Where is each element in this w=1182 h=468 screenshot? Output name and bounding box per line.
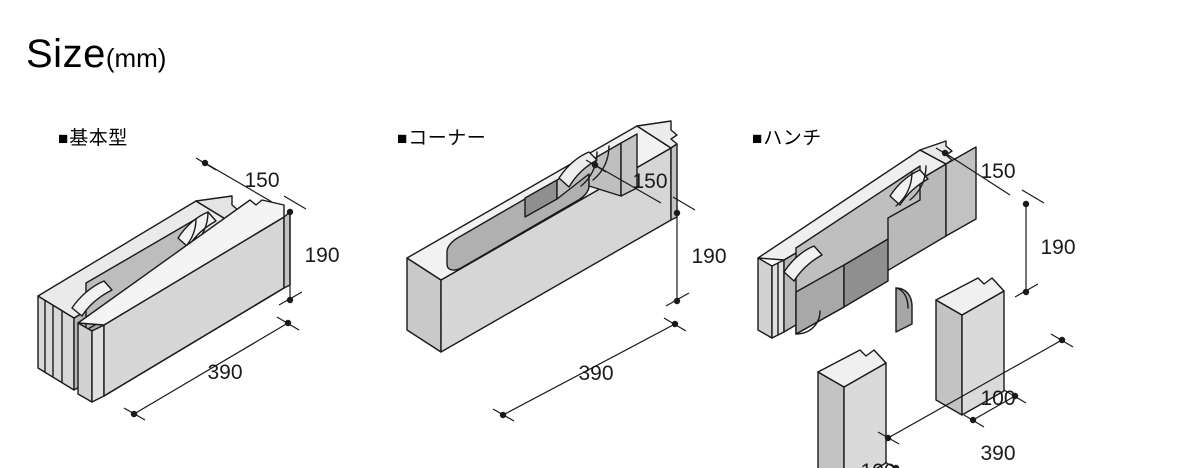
haunch-boss-curve [895, 287, 909, 309]
haunch-arc-left [795, 310, 821, 335]
front-panel-rib-b [91, 324, 105, 403]
front-panel-top-edge [77, 199, 285, 326]
dim-label-length-corner: 390 [578, 362, 613, 385]
dimension-dots-basic [130, 159, 294, 418]
dim-150-tick-b [283, 195, 307, 210]
dim-150-tick-b-h [1021, 189, 1045, 204]
page-title-text: Size [26, 32, 106, 76]
dim-label-height-haunch: 190 [1040, 236, 1075, 259]
front-panel-right-end [283, 211, 291, 289]
section-label-text-basic: 基本型 [69, 128, 128, 149]
dim-label-height-basic: 190 [304, 244, 339, 267]
haunch-rear-right-band [945, 146, 977, 237]
page-title: Size(mm) [26, 34, 166, 74]
corner-rib-curve-1 [580, 151, 598, 187]
section-label-text-haunch: ハンチ [763, 128, 822, 149]
section-label-basic: ■基本型 [58, 123, 128, 150]
dim-label-length-basic: 390 [207, 361, 242, 384]
haunch-highlight-a [783, 245, 823, 282]
haunch-curve-1 [895, 171, 913, 207]
section-label-text-corner: コーナー [408, 128, 487, 149]
page-title-unit: (mm) [105, 43, 167, 73]
dim-100-far-line [972, 395, 1016, 421]
section-label-haunch: ■ハンチ [752, 123, 822, 150]
section-label-corner: ■コーナー [397, 123, 486, 150]
haunch-leg-far-side [935, 299, 963, 416]
dim-label-length-haunch: 390 [980, 442, 1015, 465]
haunch-leg-far-top [935, 277, 1005, 316]
drawing-basic: 150 190 390 [37, 157, 340, 421]
corner-right-end [670, 143, 678, 221]
dim-label-depth-basic: 150 [244, 169, 279, 192]
dim-390-line-c [502, 323, 676, 416]
dim-label-depth-haunch: 150 [980, 160, 1015, 183]
drawing-haunch: 150 190 100 100 390 [757, 140, 1076, 468]
haunch-leg-near-top [817, 349, 887, 388]
section-bullet-haunch: ■ [752, 129, 764, 148]
section-bullet-basic: ■ [58, 129, 70, 148]
dimension-dots-haunch [884, 149, 1066, 468]
highlight-stripe-a [71, 280, 113, 317]
dim-label-height-corner: 190 [691, 245, 726, 268]
section-corner: ■コーナー [385, 0, 755, 468]
dim-100-near-tick-b [884, 461, 897, 468]
section-basic: ■基本型 [0, 0, 390, 468]
haunch-center-boss [895, 287, 913, 333]
dimension-lines-corner [492, 159, 696, 422]
dim-390-line [133, 322, 289, 415]
haunch-rib-a [757, 257, 773, 339]
corner-rear-band [620, 133, 638, 197]
dim-390-line-h [887, 339, 1063, 439]
dimension-dots-corner [499, 161, 681, 419]
dim-label-leg-back-haunch: 100 [980, 387, 1015, 410]
drawing-corner: 150 190 390 [406, 120, 727, 422]
dim-label-depth-corner: 150 [632, 170, 667, 193]
section-haunch: ■ハンチ [740, 0, 1182, 468]
haunch-curve-2 [909, 165, 927, 201]
dim-label-leg-front-haunch: 100 [860, 460, 895, 468]
dim-150-tick-b-c [672, 196, 696, 211]
haunch-leg-near-side [817, 371, 845, 468]
front-panel-rib-a [77, 322, 93, 403]
corner-rib-curve-2 [592, 145, 610, 181]
front-panel-bottom-edge [103, 287, 285, 397]
section-bullet-corner: ■ [397, 129, 409, 148]
